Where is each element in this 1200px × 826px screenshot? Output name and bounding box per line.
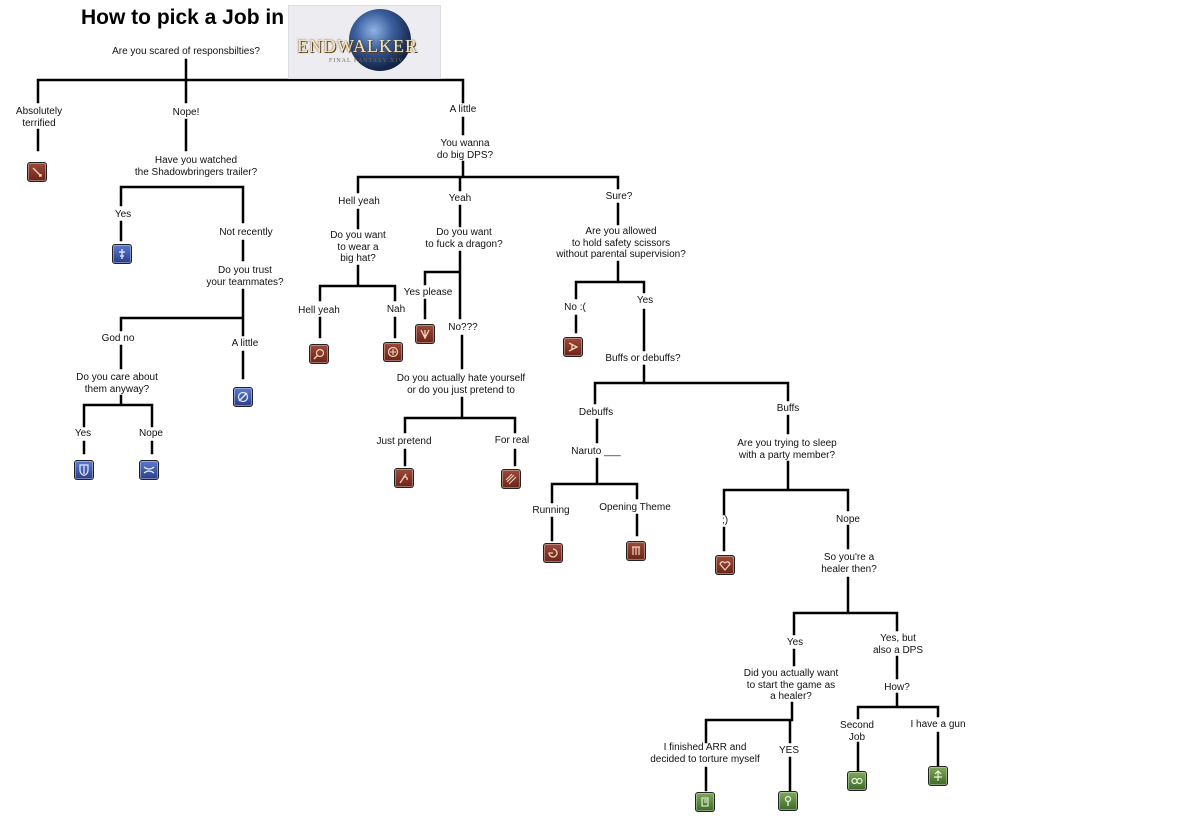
question-responsibilities: Are you scared of responsbilties? — [112, 46, 260, 57]
bard-icon — [27, 162, 47, 182]
answer-hell-yeah: Hell yeah — [338, 196, 380, 207]
answer-yes-caps: YES — [778, 745, 800, 756]
question-how: How? — [884, 682, 910, 693]
answer-not-recently: Not recently — [219, 227, 273, 238]
globe-emblem — [349, 9, 411, 71]
answer-god-no: God no — [101, 333, 135, 344]
logo-text: ENDWALKER — [297, 36, 418, 56]
question-healer: So you're a healer then? — [821, 552, 877, 575]
question-care: Do you care about them anyway? — [76, 372, 158, 395]
answer-second-job: Second Job — [840, 720, 874, 743]
answer-hell-yeah-hat: Hell yeah — [298, 305, 340, 316]
answer-have-gun: I have a gun — [910, 719, 966, 730]
question-big-dps: You wanna do big DPS? — [436, 138, 494, 161]
question-big-hat: Do you want to wear a big hat? — [330, 230, 386, 264]
paladin-icon — [74, 460, 94, 480]
red-mage-icon — [394, 468, 414, 488]
black-mage-icon — [309, 344, 329, 364]
answer-a-little: A little — [449, 104, 477, 115]
answer-buffs: Buffs — [776, 403, 800, 414]
answer-a-little-trust: A little — [231, 338, 259, 349]
answer-no-question: No??? — [448, 322, 478, 333]
question-buffs-or-debuffs: Buffs or debuffs? — [605, 353, 681, 364]
answer-yes-but-dps: Yes, but also a DPS — [872, 633, 924, 656]
question-safety-scissors: Are you allowed to hold safety scissors … — [556, 226, 686, 260]
answer-nope-care: Nope — [139, 428, 163, 439]
question-naruto: Naruto ___ — [571, 446, 621, 457]
question-sleep: Are you trying to sleep with a party mem… — [737, 438, 837, 461]
logo-subtitle: FINAL FANTASY XIV — [329, 58, 404, 64]
answer-wink: ;) — [721, 515, 729, 526]
machinist-icon — [563, 337, 583, 357]
astrologian-icon — [928, 766, 948, 786]
sage-icon — [847, 771, 867, 791]
answer-just-pretend: Just pretend — [376, 436, 432, 447]
answer-running: Running — [532, 505, 570, 516]
answer-yes-scissors: Yes — [636, 295, 654, 306]
samurai-icon — [501, 469, 521, 489]
white-mage-icon — [778, 791, 798, 811]
scholar-icon — [695, 792, 715, 812]
warrior-icon — [139, 460, 159, 480]
summoner-icon — [383, 342, 403, 362]
gunbreaker-icon — [112, 244, 132, 264]
dancer-icon — [715, 555, 735, 575]
monk-icon — [626, 541, 646, 561]
answer-yes-trailer: Yes — [114, 209, 132, 220]
answer-finished-arr: I finished ARR and decided to torture my… — [650, 742, 760, 765]
question-hate-yourself: Do you actually hate yourself or do you … — [396, 373, 526, 396]
dragoon-icon — [415, 324, 435, 344]
answer-no-sad: No :( — [564, 302, 586, 313]
answer-yes-care: Yes — [74, 428, 92, 439]
answer-nah: Nah — [386, 304, 406, 315]
answer-absolutely-terrified: Absolutely terrified — [15, 106, 63, 129]
answer-yeah: Yeah — [448, 193, 472, 204]
answer-for-real: For real — [494, 435, 530, 446]
dark-knight-icon — [233, 387, 253, 407]
question-dragon: Do you want to fuck a dragon? — [425, 227, 503, 250]
answer-nope: Nope! — [172, 107, 200, 118]
question-trust: Do you trust your teammates? — [206, 265, 284, 288]
answer-debuffs: Debuffs — [578, 407, 614, 418]
answer-yes-healer: Yes — [786, 637, 804, 648]
ninja-icon — [543, 543, 563, 563]
answer-nope-sleep: Nope — [836, 514, 860, 525]
answer-yes-please: Yes please — [403, 287, 453, 298]
answer-sure: Sure? — [605, 191, 633, 202]
answer-opening-theme: Opening Theme — [599, 502, 671, 513]
question-start-healer: Did you actually want to start the game … — [743, 668, 839, 702]
page-title: How to pick a Job in — [81, 6, 285, 29]
question-trailer: Have you watched the Shadowbringers trai… — [134, 155, 258, 178]
endwalker-logo: ENDWALKER FINAL FANTASY XIV — [288, 5, 441, 79]
